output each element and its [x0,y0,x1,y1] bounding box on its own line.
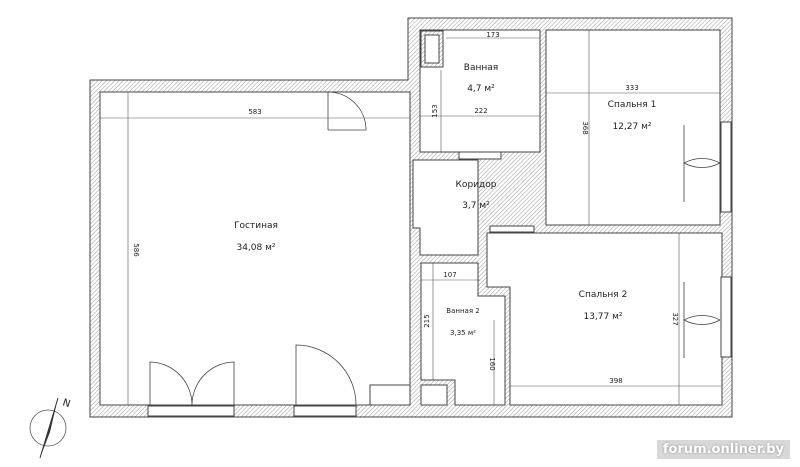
room-name-bath1: Ванная [464,63,498,73]
door-bedroom1 [683,125,721,202]
room-bedroom2 [486,232,723,406]
room-area-bedroom2: 13,77 м² [583,312,622,322]
room-bath1 [419,29,541,153]
compass-icon: N [29,397,72,459]
window-bedroom2 [720,276,732,358]
dim-living-width: 583 [248,108,261,116]
dim-bed2-height: 327 [671,312,679,325]
door-living-balcony2 [295,344,357,406]
closet [420,384,448,406]
room-area-bath1: 4,7 м² [467,84,495,94]
window-bedroom1 [720,121,732,213]
dim-bed1-height: 368 [581,121,589,134]
room-area-corridor: 3,7 м² [462,201,490,211]
compass-label: N [61,397,72,410]
room-bedroom1 [545,29,721,226]
window-living2 [293,405,357,417]
dim-bath2-width: 107 [443,271,456,279]
room-name-bedroom2: Спальня 2 [579,290,628,300]
room-name-corridor: Коридор [456,180,497,190]
room-area-bedroom1: 12,27 м² [612,122,651,132]
room-name-bedroom1: Спальня 1 [608,100,657,110]
room-bath2 [420,262,506,406]
watermark: forum.onliner.by [656,440,790,459]
dim-bath1-height: 153 [431,104,439,117]
dim-living-height: 586 [132,243,140,257]
room-name-bath2: Ванная 2 [446,307,479,315]
closet2 [369,384,411,406]
door-bedroom2 [683,282,721,358]
door-living [327,91,367,131]
dim-bath1-top: 173 [486,31,499,39]
dim-bath2-niche: 160 [488,357,496,370]
room-corridor [412,159,479,256]
window-living1 [147,405,235,417]
room-name-living: Гостиная [234,221,278,231]
dim-bed2-width: 398 [609,377,622,385]
room-living [99,91,411,406]
door-living-balcony [149,361,235,406]
room-area-bath2: 3,35 м² [450,329,476,337]
room-area-living: 34,08 м² [236,243,275,253]
dim-bath1-width: 222 [474,107,487,115]
dim-bed1-width: 333 [625,84,638,92]
dim-bath2-height: 215 [423,314,431,327]
